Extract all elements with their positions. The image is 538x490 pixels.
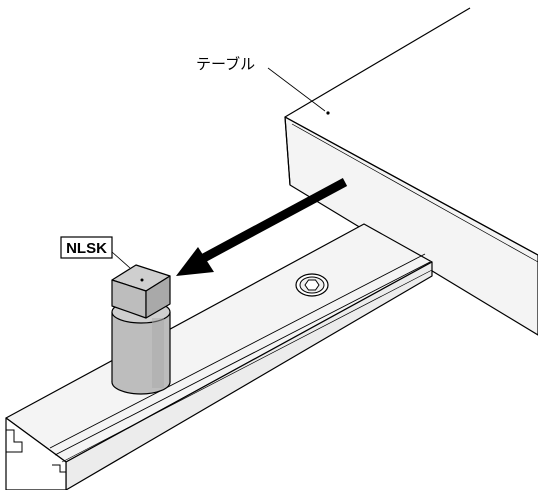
hex-socket-bolt <box>295 273 329 297</box>
table-back-edge <box>284 7 471 118</box>
table-reference-point <box>326 111 330 115</box>
table-label: テーブル <box>196 55 255 73</box>
table-top-surface <box>285 8 538 255</box>
table <box>284 7 538 336</box>
rail <box>5 223 433 490</box>
rail-groove-line <box>54 261 431 456</box>
table-front-top-edge <box>284 116 538 256</box>
arrow-head-icon <box>176 247 214 276</box>
nlsk-label-box: NLSK <box>60 236 113 259</box>
rail-top-surface <box>5 223 433 463</box>
insertion-arrow <box>176 178 348 276</box>
table-leader-line <box>267 67 326 112</box>
table-corner-edge <box>284 116 291 186</box>
hex-socket-icon <box>304 279 320 291</box>
nlsk-head-right-face <box>145 275 171 319</box>
nlsk-part <box>111 264 171 395</box>
rail-end-face <box>5 417 67 490</box>
rail-end-notch <box>52 464 66 473</box>
rail-groove-line <box>61 269 433 463</box>
rail-end-notch <box>6 429 23 453</box>
nlsk-center-mark <box>140 278 144 282</box>
nlsk-label: NLSK <box>66 240 107 257</box>
nlsk-leader-line <box>111 251 131 269</box>
table-chamfer-line <box>291 123 538 263</box>
rail-groove-line <box>49 253 426 449</box>
